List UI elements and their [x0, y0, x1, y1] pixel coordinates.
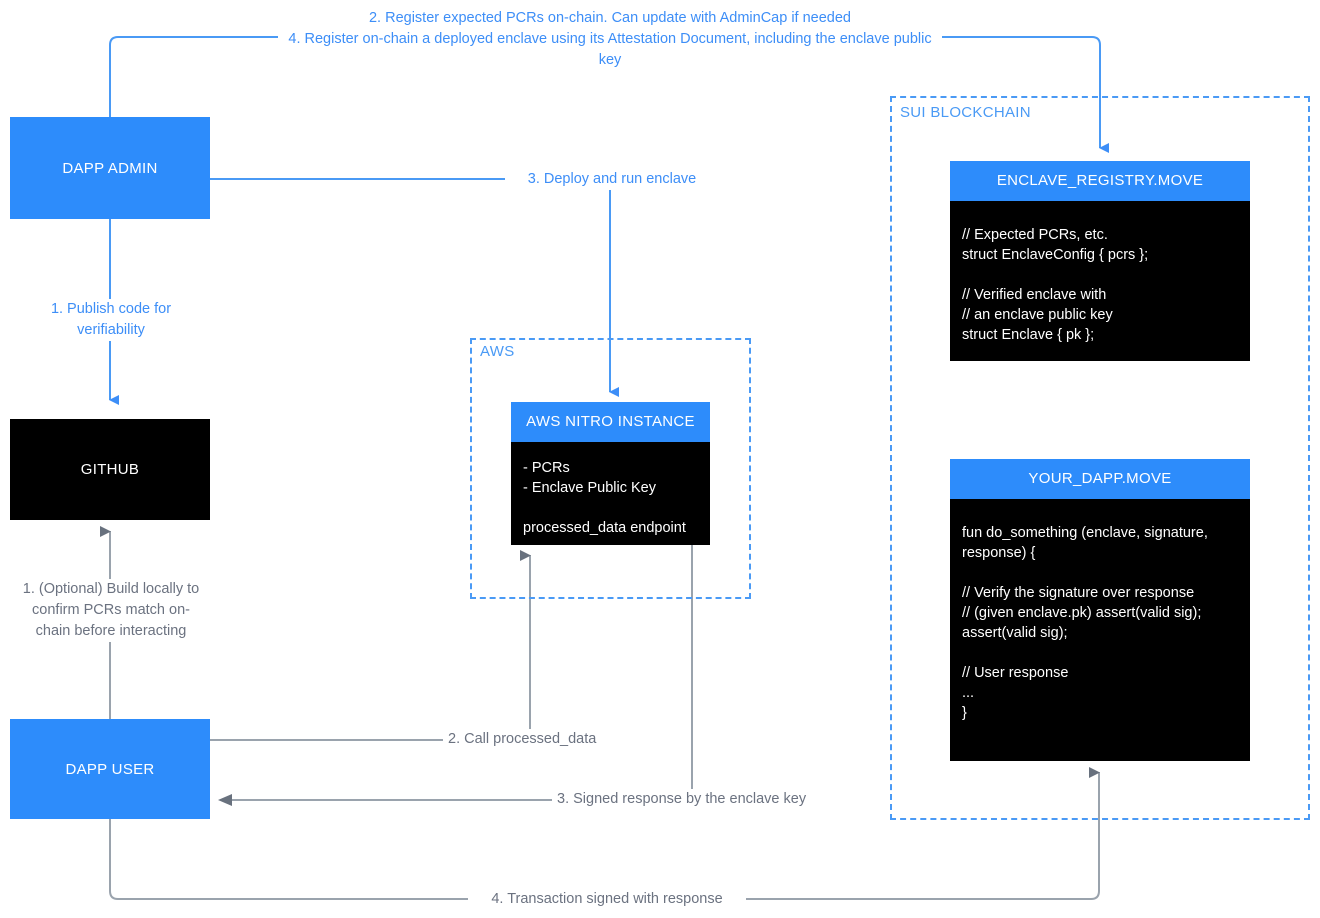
edge-label-build-locally: 1. (Optional) Build locally to confirm P…	[13, 579, 209, 642]
card-enclave-registry-move-header: ENCLAVE_REGISTRY.MOVE	[950, 161, 1250, 201]
node-dapp-admin-label: DAPP ADMIN	[62, 159, 158, 177]
group-aws-label: AWS	[476, 343, 519, 360]
edge-nitro-signed-response-arrowhead	[218, 794, 232, 806]
card-aws-nitro-instance[interactable]: AWS NITRO INSTANCE - PCRs - Enclave Publ…	[511, 402, 710, 545]
card-your-dapp-move[interactable]: YOUR_DAPP.MOVE fun do_something (enclave…	[950, 459, 1250, 761]
edge-label-publish-code: 1. Publish code for verifiability	[25, 299, 197, 341]
group-sui-blockchain	[890, 96, 1310, 820]
group-sui-blockchain-label: SUI BLOCKCHAIN	[896, 104, 1035, 121]
node-github-label: GITHUB	[80, 461, 140, 478]
edge-label-call-processed-data: 2. Call processed_data	[443, 729, 621, 750]
node-dapp-user-label: DAPP USER	[65, 760, 155, 778]
card-enclave-registry-move-body: // Expected PCRs, etc. struct EnclaveCon…	[962, 227, 1149, 343]
card-aws-nitro-instance-body: - PCRs - Enclave Public Key processed_da…	[523, 460, 686, 536]
group-aws	[470, 338, 751, 599]
edge-label-register-enclave: 4. Register on-chain a deployed enclave …	[278, 29, 942, 71]
card-your-dapp-move-body: fun do_something (enclave, signature, re…	[962, 525, 1208, 721]
card-aws-nitro-instance-header: AWS NITRO INSTANCE	[511, 402, 710, 442]
node-dapp-admin[interactable]: DAPP ADMIN	[10, 117, 210, 219]
node-github[interactable]: GITHUB	[10, 419, 210, 520]
card-your-dapp-move-header: YOUR_DAPP.MOVE	[950, 459, 1250, 499]
node-dapp-user[interactable]: DAPP USER	[10, 719, 210, 819]
edge-label-transaction-signed: 4. Transaction signed with response	[468, 889, 746, 910]
edge-label-deploy-enclave: 3. Deploy and run enclave	[505, 169, 719, 190]
edge-label-register-pcrs: 2. Register expected PCRs on-chain. Can …	[300, 8, 920, 29]
edge-label-signed-response: 3. Signed response by the enclave key	[552, 789, 842, 810]
card-enclave-registry-move[interactable]: ENCLAVE_REGISTRY.MOVE // Expected PCRs, …	[950, 161, 1250, 361]
